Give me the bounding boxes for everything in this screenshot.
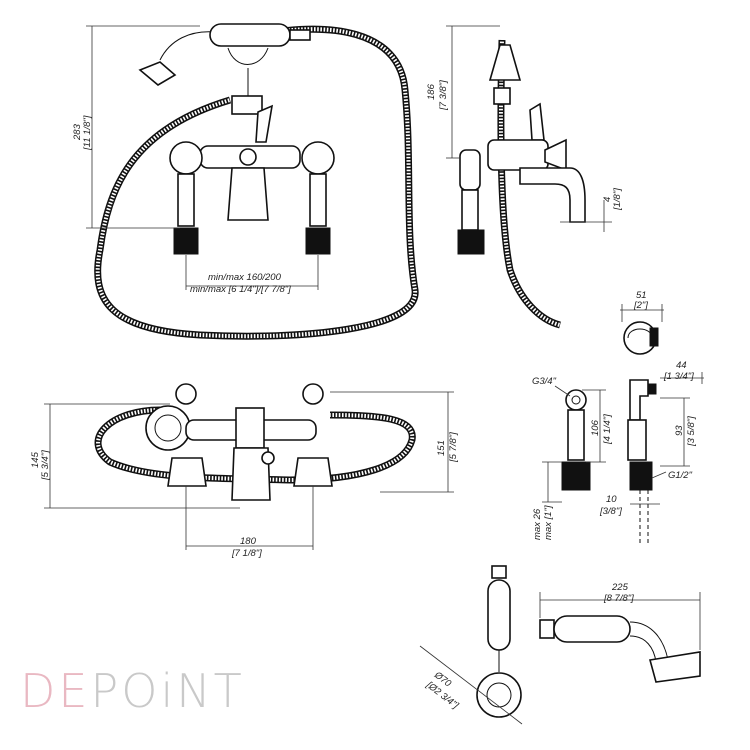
elbow-in: [2"]: [633, 300, 648, 311]
offset-mm: 44: [676, 360, 687, 371]
thread-b: G1/2": [668, 470, 693, 481]
pipe-mm: 10: [606, 494, 617, 505]
top-depth-mm: 145: [30, 451, 41, 468]
top-depth-in: [5 3/4"]: [40, 450, 51, 481]
handshower-top-view: 225 [8 7/8"]: [539, 582, 701, 683]
top-width-mm: 151: [436, 440, 447, 456]
logo-point: POiNT: [90, 664, 245, 718]
top-spacing-in: [7 1/8"]: [231, 548, 262, 559]
spout-in: [1/8"]: [612, 188, 623, 211]
side-height-in: [7 3/8"]: [438, 80, 449, 111]
shower-len-mm: 225: [611, 582, 629, 593]
front-view: 283 [11 1/8"] min/max 160/200 min/max [6…: [72, 23, 419, 340]
side-height-mm: 186: [426, 83, 437, 100]
brand-logo: DEPOiNT: [20, 668, 245, 714]
valve-h-mm: 106: [590, 419, 601, 436]
top-spacing-mm: 180: [240, 536, 257, 547]
logo-de: DE: [20, 664, 91, 718]
connector-detail: 44 [1 3/4"] 93 [3 5/8"] G1/2" 10 [3/8"]: [599, 360, 704, 545]
elbow-mm: 51: [636, 290, 647, 301]
elbow-detail: 51 [2"]: [620, 290, 664, 355]
top-view: 145 [5 3/4"] 151 [5 7/8"] 180 [7 1/8"]: [30, 383, 459, 559]
spacing-in: min/max [6 1/4"]/[7 7/8"]: [190, 284, 291, 295]
thread-a: G3/4": [532, 376, 557, 387]
valve-detail: G3/4" 106 [4 1/4"] max 26 max [1"]: [532, 376, 613, 540]
spacing-mm: min/max 160/200: [208, 272, 282, 283]
pipe-in: [3/8"]: [599, 506, 622, 517]
offset-in: [1 3/4"]: [663, 371, 694, 382]
front-height-mm: 283: [72, 123, 83, 141]
conn-h-in: [3 5/8"]: [686, 416, 697, 447]
valve-h-in: [4 1/4"]: [602, 414, 613, 445]
spout-mm: 4: [602, 197, 613, 202]
max-in: max [1"]: [543, 505, 554, 540]
top-width-in: [5 7/8"]: [448, 432, 459, 463]
shower-len-in: [8 7/8"]: [603, 593, 634, 604]
side-view: 186 [7 3/8"] 4 [1/8"]: [426, 25, 623, 329]
conn-h-mm: 93: [674, 425, 685, 436]
front-height-in: [11 1/8"]: [82, 115, 93, 151]
max-mm: max 26: [532, 508, 543, 540]
handshower-side-view: Ø70 [Ø2 3/4"]: [419, 565, 523, 725]
